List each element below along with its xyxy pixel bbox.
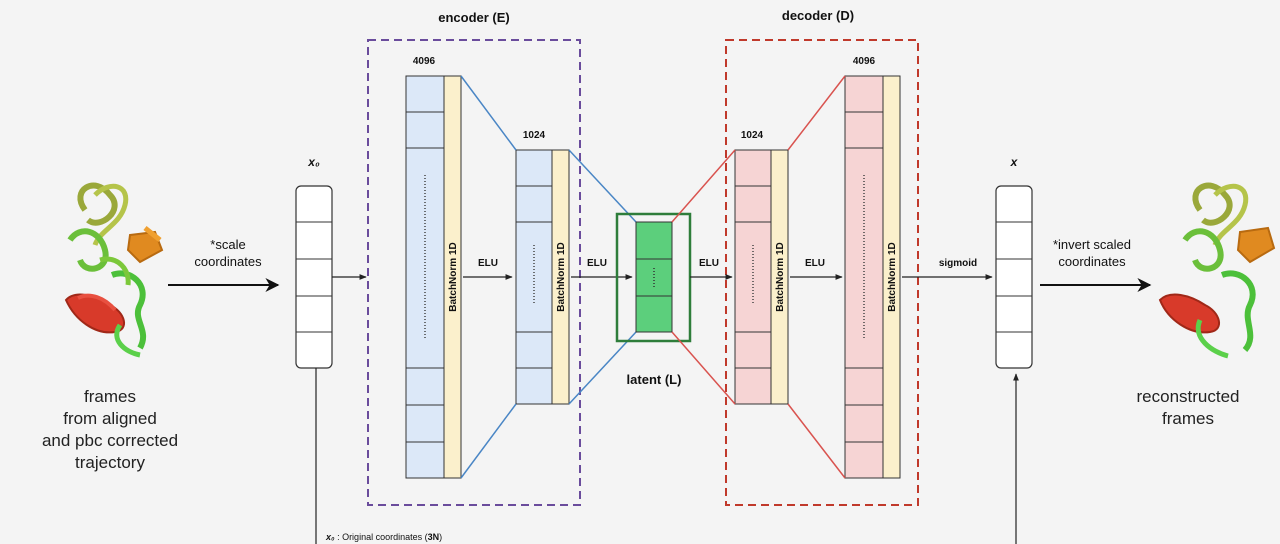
encoder-batchnorm-1-label: BatchNorm 1D <box>448 242 459 311</box>
encoder-layer1 <box>405 75 445 479</box>
encoder-batchnorm-2: BatchNorm 1D <box>551 149 570 405</box>
latent-title: latent (L) <box>627 372 682 387</box>
encoder-box <box>367 39 581 506</box>
input-caption-line-3: and pbc corrected <box>42 431 178 450</box>
decoder-layer2-size: 4096 <box>853 56 876 67</box>
encoder-connector-top-1 <box>460 75 517 151</box>
input-caption-line-4: trajectory <box>75 453 145 472</box>
encoder-act-2: ELU <box>587 258 607 269</box>
decoder-connector-bottom-2 <box>787 403 846 479</box>
input-caption: frames from aligned and pbc corrected tr… <box>42 387 178 472</box>
encoder-layer1-size: 4096 <box>413 56 436 67</box>
invert-label-line-2: coordinates <box>1058 254 1126 269</box>
decoder-batchnorm-1-label: BatchNorm 1D <box>775 242 786 311</box>
invert-label-line-1: *invert scaled <box>1053 237 1131 252</box>
input-vector <box>295 185 333 369</box>
decoder-box <box>725 39 919 506</box>
footnote-bold: 3N <box>428 532 440 542</box>
output-vector-label: x <box>1010 155 1019 169</box>
output-caption-line-2: frames <box>1162 409 1214 428</box>
encoder-batchnorm-1: BatchNorm 1D <box>443 75 462 479</box>
decoder-act-1: ELU <box>699 258 719 269</box>
footnote-symbol: x₀ <box>325 532 335 542</box>
input-caption-line-1: frames <box>84 387 136 406</box>
latent-layer <box>635 221 673 333</box>
decoder-layer2 <box>844 75 884 479</box>
scale-label-line-1: *scale <box>210 237 245 252</box>
encoder-batchnorm-2-label: BatchNorm 1D <box>556 242 567 311</box>
encoder-connector-top-2 <box>568 149 637 223</box>
decoder-layer1-size: 1024 <box>741 130 764 141</box>
footnote-text: : Original coordinates ( <box>335 532 428 542</box>
decoder-layer1 <box>734 149 772 405</box>
decoder-act-2: ELU <box>805 258 825 269</box>
output-activation-label: sigmoid <box>939 258 977 269</box>
encoder-connector-bottom-2 <box>568 331 637 405</box>
encoder-connector-bottom-1 <box>460 403 517 479</box>
output-vector <box>995 185 1033 369</box>
encoder-layer2-size: 1024 <box>523 130 546 141</box>
decoder-title: decoder (D) <box>782 8 854 23</box>
input-vector-label: x₀ <box>307 155 320 169</box>
decoder-batchnorm-1: BatchNorm 1D <box>770 149 789 405</box>
footnote-end: ) <box>439 532 442 542</box>
footnote: x₀ : Original coordinates (3N) <box>325 532 442 542</box>
decoder-connector-top-1 <box>671 149 736 223</box>
input-caption-line-2: from aligned <box>63 409 157 428</box>
decoder-batchnorm-2: BatchNorm 1D <box>882 75 901 479</box>
decoder-connector-bottom-1 <box>671 331 736 405</box>
encoder-act-1: ELU <box>478 258 498 269</box>
input-protein-structure-icon <box>64 182 164 358</box>
output-protein-structure-icon <box>1158 182 1276 359</box>
scale-label-line-2: coordinates <box>194 254 262 269</box>
encoder-title: encoder (E) <box>438 10 510 25</box>
encoder-layer2 <box>515 149 553 405</box>
decoder-batchnorm-2-label: BatchNorm 1D <box>887 242 898 311</box>
decoder-connector-top-2 <box>787 75 846 151</box>
output-caption-line-1: reconstructed <box>1137 387 1240 406</box>
output-caption: reconstructed frames <box>1137 387 1240 428</box>
